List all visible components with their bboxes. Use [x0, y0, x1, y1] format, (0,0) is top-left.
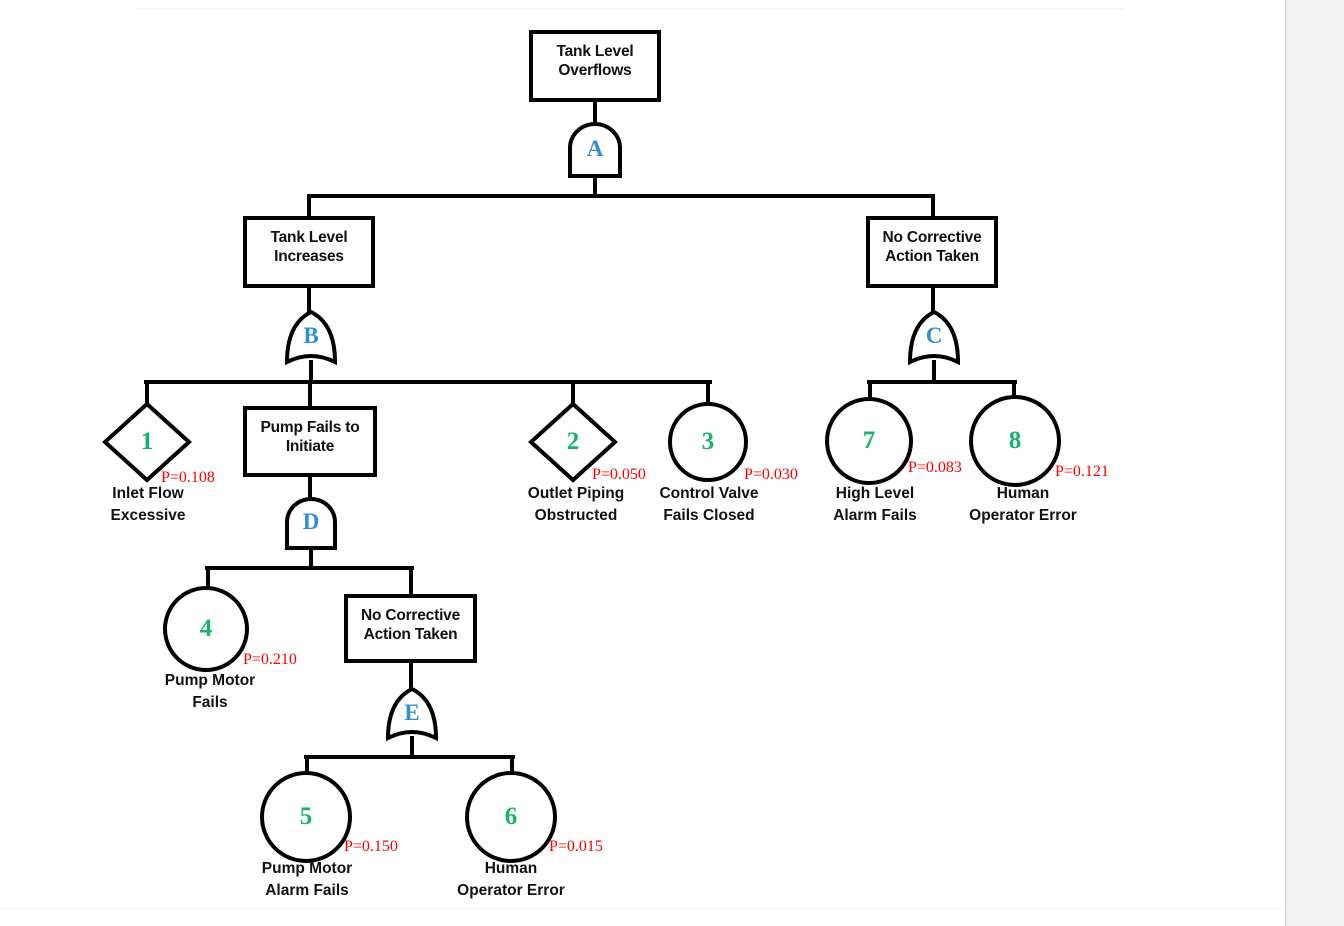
document-page: Tank Level Overflows A B C D E Tank Leve…	[0, 0, 1285, 926]
gate-D-letter: D	[302, 509, 320, 534]
basic-event-3-number: 3	[701, 428, 715, 455]
basic-event-2-probability: P=0.050	[592, 466, 646, 483]
gate-E-letter: E	[404, 700, 420, 725]
basic-event-6-caption: Human Operator Error	[457, 860, 565, 899]
basic-event-5-caption: Pump Motor Alarm Fails	[261, 860, 353, 899]
basic-event-6-circle	[465, 771, 557, 863]
fault-tree-graphics	[102, 30, 1061, 863]
gate-A-letter: A	[586, 136, 604, 161]
fault-tree-diagram: Tank Level Overflows A B C D E Tank Leve…	[102, 30, 1109, 899]
basic-event-1-number: 1	[140, 428, 154, 455]
basic-event-4-number: 4	[199, 615, 213, 642]
basic-event-5-circle	[260, 771, 352, 863]
intermediate-event-box-2	[866, 216, 998, 288]
basic-event-5-number: 5	[299, 803, 313, 830]
basic-event-6-probability: P=0.015	[549, 838, 603, 855]
basic-event-7-number: 7	[862, 427, 876, 454]
intermediate-event-box-3	[243, 406, 377, 477]
basic-event-1-caption: Inlet Flow Excessive	[110, 485, 186, 524]
basic-event-3-caption: Control Valve Fails Closed	[659, 485, 759, 524]
basic-event-2-number: 2	[566, 428, 580, 455]
basic-event-7-probability: P=0.083	[908, 459, 962, 476]
basic-event-4-probability: P=0.210	[243, 651, 297, 668]
top-event-box	[529, 30, 661, 102]
basic-event-3-probability: P=0.030	[744, 466, 798, 483]
intermediate-event-box-1	[243, 216, 375, 288]
basic-event-3-circle	[668, 402, 748, 482]
basic-event-8-number: 8	[1008, 427, 1022, 454]
page-top-rule	[135, 8, 1125, 9]
basic-event-6-number: 6	[504, 803, 518, 830]
gate-C-letter: C	[925, 323, 943, 348]
gate-B-letter: B	[303, 323, 319, 348]
basic-event-8-circle	[969, 395, 1061, 487]
basic-event-4-caption: Pump Motor Fails	[164, 672, 256, 711]
basic-event-5-probability: P=0.150	[344, 838, 398, 855]
basic-event-2-diamond	[528, 401, 618, 483]
page-bottom-rule	[0, 908, 1285, 909]
basic-event-1-diamond	[102, 401, 192, 483]
gate-B-or-shape	[284, 309, 338, 366]
basic-event-4-circle	[163, 586, 249, 672]
basic-event-7-circle	[825, 397, 913, 485]
basic-event-7-caption: High Level Alarm Fails	[833, 485, 917, 524]
gate-D-and-shape	[285, 497, 337, 550]
basic-event-2-caption: Outlet Piping Obstructed	[527, 485, 625, 524]
basic-event-1-probability: P=0.108	[161, 469, 215, 486]
vertical-scrollbar[interactable]	[1285, 0, 1344, 926]
gate-C-or-shape	[907, 309, 961, 366]
basic-event-8-caption: Human Operator Error	[969, 485, 1077, 524]
gate-A-and-shape	[568, 122, 622, 178]
basic-event-8-probability: P=0.121	[1055, 463, 1109, 480]
intermediate-event-box-4	[344, 594, 477, 663]
gate-E-or-shape	[385, 686, 439, 742]
